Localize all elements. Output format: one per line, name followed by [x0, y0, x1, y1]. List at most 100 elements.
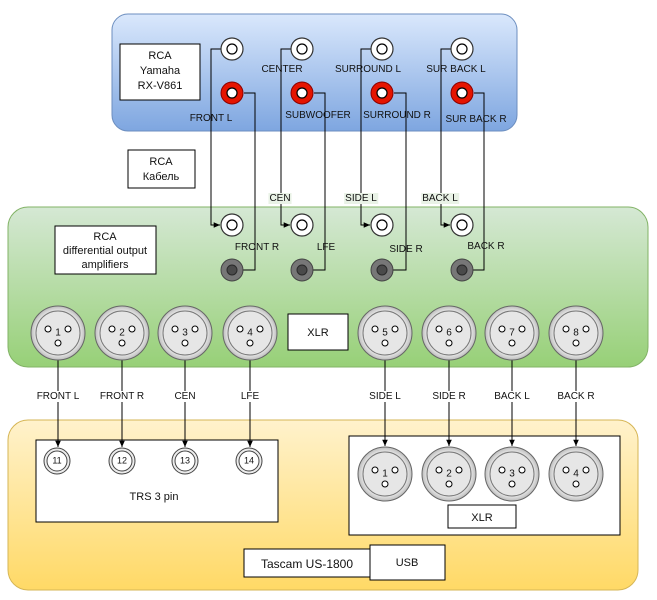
tascam-xlr-input-1-number: 1 — [382, 469, 388, 480]
usb-box — [369, 544, 446, 581]
cable-label-box — [127, 149, 196, 189]
trs-group-label: TRS 3 pin — [130, 491, 179, 503]
wires — [55, 48, 579, 447]
receiver-jack-label-1: FRONT L — [190, 113, 233, 124]
cable-label-line-2: Кабель — [143, 171, 180, 183]
wire-label-3-bg — [421, 193, 460, 204]
amplifier-title-line-2: differential output — [63, 245, 147, 257]
channel-label-6: SIDE R — [432, 391, 465, 402]
amp-rca-input-2 — [290, 213, 314, 237]
amp-rca-input-1 — [220, 213, 244, 237]
channel-label-3: CEN — [174, 391, 195, 402]
channel-label-6-bg — [431, 391, 467, 402]
receiver-rca-white-2 — [290, 37, 314, 61]
amp-xlr-output-3-number: 3 — [182, 328, 188, 339]
amp-xlr-output-1-number: 1 — [55, 328, 61, 339]
amp-rca-output-2 — [290, 258, 314, 282]
amplifier-title-line-1: RCA — [93, 231, 117, 243]
channel-label-8: BACK R — [557, 391, 594, 402]
wire-label-2-bg — [344, 193, 379, 204]
receiver-jack-label-4: SURROUND L — [335, 64, 402, 75]
amp-rca-input-4 — [450, 213, 474, 237]
channel-label-7: BACK L — [494, 391, 530, 402]
trs-input-13-number: 13 — [180, 455, 190, 465]
tascam-name-box — [243, 548, 371, 578]
receiver-rca-white-3 — [370, 37, 394, 61]
amplifier-title-line-3: amplifiers — [81, 259, 129, 271]
wire-receiver-stub-3 — [360, 48, 371, 54]
amp-input-label-3: SIDE R — [389, 244, 422, 255]
receiver-jack-label-3: SUBWOOFER — [285, 110, 351, 121]
amp-rca-output-4 — [450, 258, 474, 282]
amp-xlr-output-8: 8 — [548, 305, 604, 361]
channel-label-3-bg — [173, 391, 197, 402]
receiver-rca-red-1 — [220, 81, 244, 105]
amp-xlr-output-1: 1 — [30, 305, 86, 361]
amp-xlr-output-5-number: 5 — [382, 328, 388, 339]
wire-receiver-red-2 — [313, 92, 326, 271]
wire-receiver-white-4 — [440, 54, 450, 228]
amp-xlr-output-2: 2 — [94, 305, 150, 361]
receiver-title-box — [119, 43, 201, 101]
amp-xlr-output-4: 4 — [222, 305, 278, 361]
wire-receiver-stub-2 — [280, 48, 291, 54]
amp-xlr-output-8-number: 8 — [573, 328, 579, 339]
channel-label-2: FRONT R — [100, 391, 144, 402]
tascam-xlr-input-2: 2 — [421, 446, 477, 502]
wire-label-1-bg — [268, 193, 292, 204]
wire-label-2: SIDE L — [345, 193, 377, 204]
tascam-xlr-input-1: 1 — [357, 446, 413, 502]
receiver-jack-label-7: SUR BACK R — [445, 114, 506, 125]
receiver-rca-red-4 — [450, 81, 474, 105]
tascam-xlr-input-4-number: 4 — [573, 469, 579, 480]
amp-input-label-2: LFE — [317, 242, 336, 253]
usb-label: USB — [396, 557, 419, 569]
receiver-rca-red-3 — [370, 81, 394, 105]
receiver-panel — [111, 13, 518, 132]
wire-label-3: BACK L — [422, 193, 458, 204]
wire-receiver-stub-1 — [210, 48, 221, 54]
tascam-xlr-input-3: 3 — [484, 446, 540, 502]
tascam-xlr-input-2-number: 2 — [446, 469, 452, 480]
channel-label-5: SIDE L — [369, 391, 401, 402]
amplifier-xlr-label: XLR — [307, 327, 328, 339]
amp-xlr-output-3: 3 — [157, 305, 213, 361]
trs-input-14-number: 14 — [244, 455, 254, 465]
tascam-xlr-input-3-number: 3 — [509, 469, 515, 480]
tascam-xlr-label-box — [447, 504, 517, 529]
amp-xlr-output-7: 7 — [484, 305, 540, 361]
trs-input-11: 11 — [43, 447, 71, 475]
receiver-jack-label-2: CENTER — [261, 64, 302, 75]
trs-input-13: 13 — [171, 447, 199, 475]
wire-label-1: CEN — [269, 193, 290, 204]
amp-xlr-output-6: 6 — [421, 305, 477, 361]
wire-receiver-red-4 — [473, 92, 485, 271]
amp-rca-input-3 — [370, 213, 394, 237]
receiver-rca-white-1 — [220, 37, 244, 61]
trs-input-14: 14 — [235, 447, 263, 475]
trs-input-12-number: 12 — [117, 455, 127, 465]
channel-label-4-bg — [239, 391, 261, 402]
trs-input-11-number: 11 — [52, 455, 61, 465]
receiver-rca-white-4 — [450, 37, 474, 61]
amp-rca-output-3 — [370, 258, 394, 282]
amp-rca-output-1 — [220, 258, 244, 282]
channel-label-2-bg — [98, 391, 146, 402]
tascam-xlr-label: XLR — [471, 512, 492, 524]
wire-receiver-white-1 — [210, 54, 220, 228]
wire-receiver-red-3 — [393, 92, 407, 271]
channel-label-1: FRONT L — [37, 391, 80, 402]
receiver-title-line-1: RCA — [148, 50, 172, 62]
receiver-title-line-3: RX-V861 — [138, 80, 183, 92]
channel-label-1-bg — [35, 391, 81, 402]
amp-input-label-4: BACK R — [467, 241, 504, 252]
amplifier-title-box — [54, 225, 157, 275]
cable-label-line-1: RCA — [149, 156, 173, 168]
amplifier-xlr-box — [287, 313, 349, 351]
amp-xlr-output-2-number: 2 — [119, 328, 125, 339]
channel-label-7-bg — [493, 391, 532, 402]
wire-receiver-white-3 — [360, 54, 370, 228]
